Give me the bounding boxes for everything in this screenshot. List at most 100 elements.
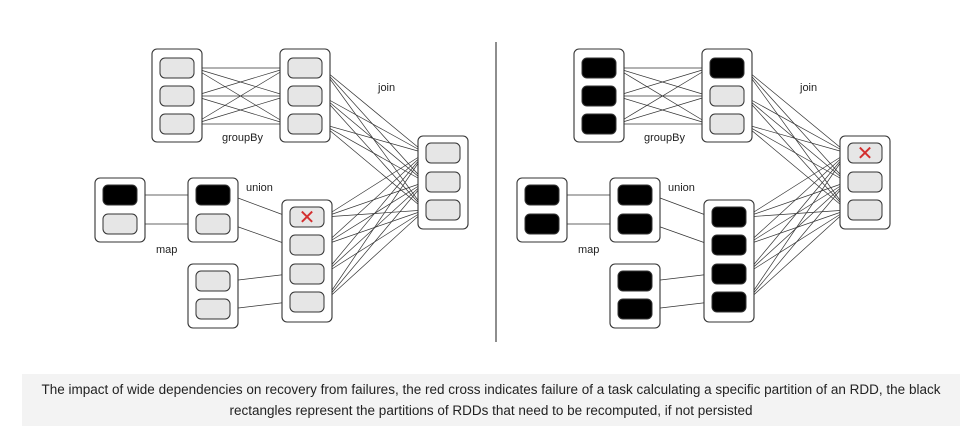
dependency-edge — [745, 181, 848, 303]
partition — [195, 298, 231, 320]
dependency-edge — [323, 152, 426, 246]
rdd-groupby-source-left — [151, 48, 203, 143]
partition-recompute — [711, 291, 747, 313]
partition — [159, 85, 195, 107]
dependency-edge — [323, 152, 426, 303]
dependency-edge — [743, 95, 848, 183]
dependency-edge — [651, 223, 712, 246]
rdd-map-source-left — [94, 177, 146, 243]
partition — [847, 142, 883, 164]
partition — [847, 199, 883, 221]
dependency-edges — [137, 66, 848, 310]
dependency-edge — [743, 95, 848, 154]
dependency-edge — [323, 181, 426, 218]
dependency-edge — [229, 194, 290, 218]
dependency-edge — [193, 67, 288, 97]
rdd-container — [281, 199, 333, 323]
dependency-edge — [321, 123, 426, 154]
dependency-edge — [743, 123, 848, 154]
partition-recompute — [524, 184, 560, 206]
dependency-edge — [193, 95, 288, 125]
dependency-edge — [323, 181, 426, 303]
partition — [425, 199, 461, 221]
partition-recompute — [581, 85, 617, 107]
operation-labels: join groupBy union map join groupBy unio… — [156, 82, 817, 256]
rdd-map-source-right — [516, 177, 568, 243]
rdd-groupby-source-right — [573, 48, 625, 143]
partition-recompute — [711, 206, 747, 228]
dependency-edge — [321, 95, 426, 154]
rdd-groupby-result-left — [279, 48, 331, 143]
dependency-edge — [229, 223, 290, 246]
partition-recompute — [709, 57, 745, 79]
rdd-recovery-diagram: ✕✕ join groupBy union map join groupBy u… — [94, 42, 891, 342]
rdd-union-result-left: ✕ — [281, 199, 333, 323]
dependency-edge — [743, 67, 848, 183]
partition-recompute — [102, 184, 138, 206]
rdd-boxes: ✕✕ — [94, 48, 891, 329]
partition — [289, 263, 325, 285]
dependency-edge — [323, 209, 426, 303]
partition — [287, 57, 323, 79]
partition — [289, 206, 325, 228]
dependency-edge — [743, 123, 848, 183]
partition-recompute — [617, 270, 653, 292]
partition — [425, 142, 461, 164]
partition — [159, 113, 195, 135]
partition-recompute — [617, 298, 653, 320]
dependency-edge — [323, 152, 426, 275]
rdd-map-result-left — [187, 177, 239, 243]
partition — [289, 234, 325, 256]
rdd-container — [703, 199, 755, 323]
dependency-edge — [651, 300, 712, 310]
dependency-edge — [321, 67, 426, 183]
union-label-right: union — [668, 182, 695, 194]
partition — [847, 171, 883, 193]
dependency-edge — [321, 123, 426, 183]
rdd-union-input-left — [187, 263, 239, 329]
rdd-groupby-result-right — [701, 48, 753, 143]
dependency-edge — [745, 152, 848, 218]
partition — [709, 113, 745, 135]
dependency-edge — [193, 67, 288, 125]
dependency-edge — [323, 152, 426, 218]
rdd-union-result-right — [703, 199, 755, 323]
partition — [102, 213, 138, 235]
partition-recompute — [581, 113, 617, 135]
partition — [159, 57, 195, 79]
partition-recompute — [524, 213, 560, 235]
rdd-join-result-left — [417, 135, 469, 230]
partition-recompute — [617, 184, 653, 206]
dependency-edge — [745, 209, 848, 303]
dependency-edge — [615, 95, 710, 125]
dependency-edge — [745, 152, 848, 275]
map-label-left: map — [156, 244, 177, 256]
partition-recompute — [617, 213, 653, 235]
figure-caption: The impact of wide dependencies on recov… — [22, 374, 960, 426]
caption-text: The impact of wide dependencies on recov… — [41, 382, 941, 418]
dependency-edge — [229, 300, 290, 310]
groupby-label-right: groupBy — [644, 132, 685, 144]
partition-recompute — [195, 184, 231, 206]
join-label-left: join — [377, 82, 395, 94]
rdd-join-result-right: ✕ — [839, 135, 891, 230]
partition — [287, 85, 323, 107]
partition-recompute — [711, 263, 747, 285]
groupby-label-left: groupBy — [222, 132, 263, 144]
partition — [289, 291, 325, 313]
join-label-right: join — [799, 82, 817, 94]
partition-recompute — [581, 57, 617, 79]
partition — [425, 171, 461, 193]
dependency-edge — [743, 123, 848, 211]
partition — [195, 213, 231, 235]
dependency-edge — [229, 272, 290, 282]
dependency-edge — [321, 123, 426, 211]
dependency-edge — [651, 194, 712, 218]
partition — [287, 113, 323, 135]
dependency-edge — [745, 152, 848, 303]
rdd-union-input-right — [609, 263, 661, 329]
failure-cross-icon: ✕ — [857, 141, 874, 165]
failure-cross-icon: ✕ — [299, 205, 316, 229]
partition-recompute — [711, 234, 747, 256]
dependency-edge — [745, 181, 848, 218]
